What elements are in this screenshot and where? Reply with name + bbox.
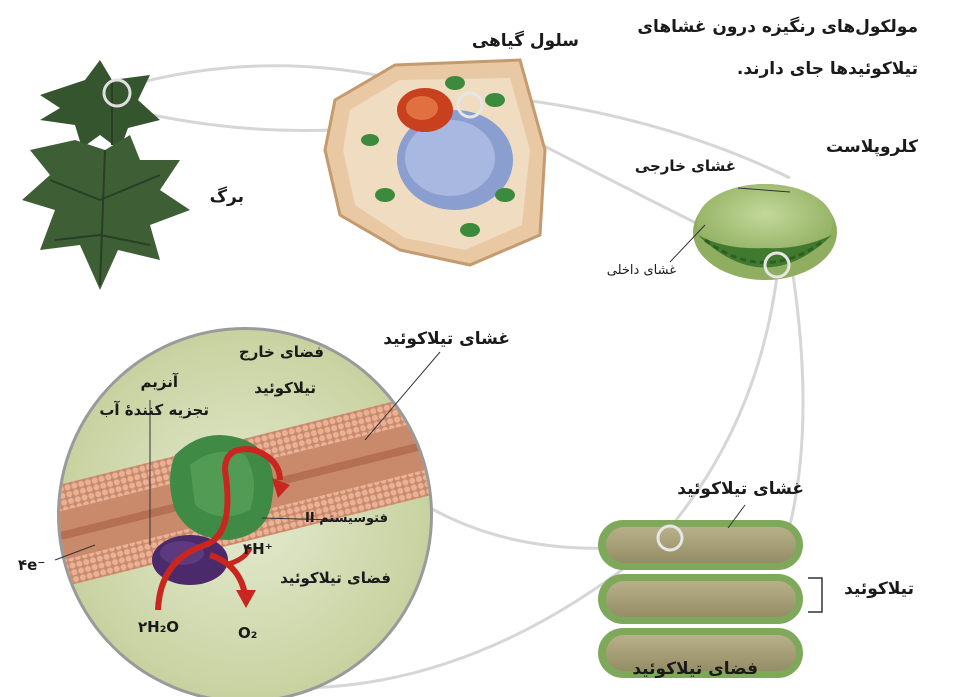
chloroplast-illustration [693, 184, 837, 280]
outer-space-label-2: تیلاکوئید [254, 379, 316, 397]
thylakoid-space-zoom-label: فضای تیلاکوئید [280, 569, 391, 587]
thylakoid-label: تیلاکوئید [844, 579, 914, 599]
water-label: ۲H₂O [138, 618, 180, 636]
electrons-label: ۴e⁻ [18, 556, 46, 574]
protons-label: ۴H⁺ [243, 540, 273, 558]
leaf-illustration [22, 60, 190, 290]
thylakoid-stack [598, 520, 823, 678]
inner-membrane-label: غشای داخلی [606, 263, 676, 278]
leaf-label: برگ [209, 187, 244, 207]
chloroplast-label: کلروپلاست [826, 137, 918, 157]
leader-lines [54, 187, 791, 561]
plant-cell-label: سلول گیاهی [471, 31, 579, 51]
thylakoid-membrane-zoom [57, 327, 433, 697]
photosystem-label: فتوسیستم II [304, 511, 388, 526]
enzyme-label-2: تجزیه کنندهٔ آب [99, 401, 209, 419]
outer-space-label-1: فضای خارج [238, 343, 324, 361]
thylakoid-membrane-zoom-label: غشای تیلاکوئید [383, 329, 510, 349]
title-line-2: تیلاکوئیدها جای دارند. [736, 59, 918, 79]
plant-cell-illustration [323, 58, 547, 267]
oxygen-label: O₂ [238, 624, 258, 642]
enzyme-label-1: آنزیم [140, 373, 179, 391]
thylakoid-membrane-stack-label: غشای تیلاکوئید [677, 479, 804, 499]
title-line-1: مولکول‌های رنگیزه درون غشاهای [637, 17, 918, 37]
outer-membrane-label: غشای خارجی [634, 157, 736, 175]
thylakoid-space-stack-label: فضای تیلاکوئید [632, 659, 758, 679]
